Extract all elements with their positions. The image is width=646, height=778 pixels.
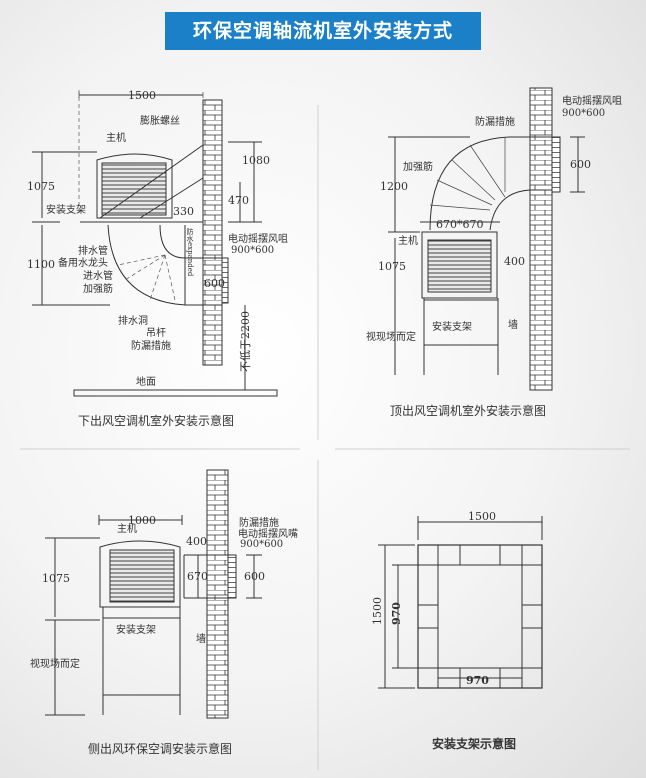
label-bolt: 膨胀螺丝 <box>140 114 180 127</box>
label-vent: 电动摇摆风嘴 <box>238 527 298 540</box>
bracket-frame <box>417 544 543 689</box>
label-wall: 墙 <box>196 632 206 645</box>
label-ground: 地面 <box>136 375 156 388</box>
dim-vent-h: 600 <box>244 570 265 583</box>
label-bracket: 安装支架 <box>116 623 156 636</box>
label-vent: 电动摇摆风咀 <box>228 232 288 245</box>
label-bracket: 安装支架 <box>432 320 472 333</box>
vent-grille <box>227 554 237 599</box>
dim-gap: 400 <box>504 255 525 268</box>
vent-grille <box>221 257 229 304</box>
label-vent: 电动摇摆风咀 <box>562 94 622 107</box>
label-leak: 防漏措施 <box>239 516 279 529</box>
main-unit <box>99 540 181 608</box>
dim-h1: 1075 <box>42 572 70 585</box>
label-bracket: 安装支架 <box>46 203 86 216</box>
dim-duct: 670*670 <box>436 218 484 231</box>
panel-bracket-plan: 1500 1500 970 970 安装支架示意图 <box>371 510 543 751</box>
label-rib: 加强筋 <box>83 282 113 295</box>
caption-side-discharge: 侧出风环保空调安装示意图 <box>88 741 232 756</box>
label-drain-hole: 排水洞 <box>118 314 148 327</box>
label-unit: 主机 <box>106 131 126 144</box>
caption-top-discharge: 顶出风空调机室外安装示意图 <box>390 403 546 418</box>
label-spare-tap: 备用水龙头 <box>58 256 108 269</box>
brick-wall <box>529 87 553 391</box>
label-unit: 主机 <box>117 522 137 535</box>
dim-gap: 400 <box>186 535 207 548</box>
panel-divider <box>20 105 630 770</box>
dim-outer-h: 1500 <box>371 597 384 625</box>
label-drain-pipe: 排水管 <box>78 244 108 257</box>
label-inlet-pipe: 进水管 <box>83 269 113 282</box>
dim-inner-w: 970 <box>466 674 489 687</box>
dim-width: 1500 <box>128 89 156 102</box>
dim-min-height: 不低于2200 <box>239 311 252 372</box>
dim-vent-h: 600 <box>570 158 591 171</box>
label-vent-size: 900*600 <box>562 108 605 119</box>
dim-h2: 1075 <box>378 260 406 273</box>
label-leak: 防漏措施 <box>475 115 515 128</box>
panel-side-discharge: 1000 400 1075 670 600 主机 防漏措施 电动摇摆风嘴 900… <box>30 469 298 756</box>
dim-h2: 1100 <box>27 258 55 271</box>
brick-wall <box>202 99 223 366</box>
page-title: 环保空调轴流机室外安装方式 <box>165 12 481 50</box>
dim-d1: 1080 <box>242 154 270 167</box>
label-unit: 主机 <box>398 234 418 247</box>
label-rod: 吊杆 <box>146 327 166 339</box>
vent-grille <box>551 136 561 193</box>
dim-d4: 600 <box>204 277 225 290</box>
label-wall: 墙 <box>508 318 518 331</box>
label-vent-size: 900*600 <box>231 245 274 256</box>
dim-d3: 330 <box>173 205 194 218</box>
main-unit <box>96 153 173 219</box>
dim-h1: 1200 <box>380 180 408 193</box>
dim-d2: 470 <box>228 194 249 207</box>
dim-outer-w: 1500 <box>468 510 496 523</box>
panel-bottom-discharge: 1500 1075 1100 1080 470 330 600 不低于2200 … <box>27 89 288 428</box>
label-vent-size: 900*600 <box>240 539 283 550</box>
label-rain-cover: 防水expanded <box>186 227 194 277</box>
caption-bracket-plan: 安装支架示意图 <box>432 736 516 751</box>
dim-duct: 670 <box>187 570 208 583</box>
brick-wall <box>206 469 229 719</box>
caption-bottom-discharge: 下出风空调机室外安装示意图 <box>78 413 234 428</box>
dim-inner-h: 970 <box>390 602 403 625</box>
label-site: 视现场而定 <box>30 657 80 670</box>
dim-width: 1000 <box>128 514 156 527</box>
label-leak: 防漏措施 <box>131 339 171 352</box>
label-site: 视现场而定 <box>366 330 416 343</box>
dim-h1: 1075 <box>27 180 55 193</box>
panel-top-discharge: 1200 670*670 1075 400 600 防漏措施 电动摇摆风咀 90… <box>366 87 622 418</box>
label-rib: 加强筋 <box>403 160 433 173</box>
